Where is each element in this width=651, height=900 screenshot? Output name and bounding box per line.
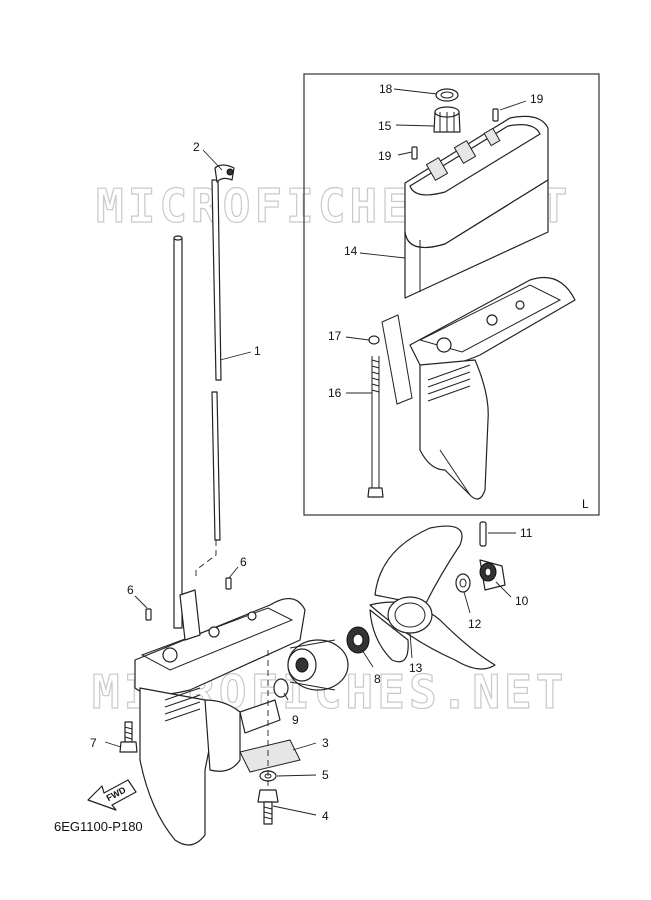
callout-19-left: 19	[378, 149, 392, 163]
inset-frame	[303, 73, 600, 516]
callout-10: 10	[515, 594, 529, 608]
callout-5: 5	[322, 768, 329, 782]
gasket-sheet	[381, 314, 413, 405]
callout-2: 2	[193, 140, 200, 154]
callout-1: 1	[254, 344, 261, 358]
diagram-code: 6EG1100-P180	[54, 819, 143, 834]
drive-shaft	[173, 235, 183, 629]
callout-12: 12	[468, 617, 482, 631]
propeller-shaft-housing	[287, 639, 349, 691]
dowel-pin-19-right	[492, 108, 499, 122]
callout-14: 14	[344, 244, 358, 258]
lower-case-inset	[409, 276, 576, 500]
lower-casing-main	[134, 589, 306, 846]
inset-label: L	[582, 497, 589, 511]
callout-4: 4	[322, 809, 329, 823]
cotter-pin-11	[479, 521, 487, 547]
callout-13: 13	[409, 661, 423, 675]
stud-bolt-16	[367, 356, 384, 498]
callout-9: 9	[292, 713, 299, 727]
grommet-2	[214, 164, 235, 183]
grommet-15	[433, 106, 461, 133]
propeller-13	[369, 525, 496, 670]
water-tube-1	[211, 179, 222, 541]
callout-16: 16	[328, 386, 342, 400]
callout-18: 18	[379, 82, 393, 96]
thrust-washer-8	[346, 626, 370, 654]
trim-tab-3	[239, 739, 301, 773]
fwd-arrow-icon: FWD	[87, 779, 137, 811]
callout-3: 3	[322, 736, 329, 750]
callout-11: 11	[520, 526, 533, 540]
dowel-pin-6-right	[225, 577, 232, 590]
bolt-7	[119, 721, 138, 753]
cover-14	[404, 115, 549, 299]
o-ring-9	[273, 678, 289, 698]
washer-17	[368, 335, 380, 345]
callout-8: 8	[374, 672, 381, 686]
callout-7: 7	[90, 736, 97, 750]
bolt-4	[257, 789, 279, 825]
washer-12	[455, 573, 471, 593]
callout-17: 17	[328, 329, 342, 343]
callout-15: 15	[378, 119, 392, 133]
callout-6-right: 6	[240, 555, 247, 569]
dowel-pin-19-left	[411, 146, 418, 160]
circlip-18	[435, 88, 459, 102]
nut-10	[479, 559, 506, 591]
callout-6-left: 6	[127, 583, 134, 597]
callout-19-right: 19	[530, 92, 544, 106]
dowel-pin-6-left	[145, 608, 152, 621]
